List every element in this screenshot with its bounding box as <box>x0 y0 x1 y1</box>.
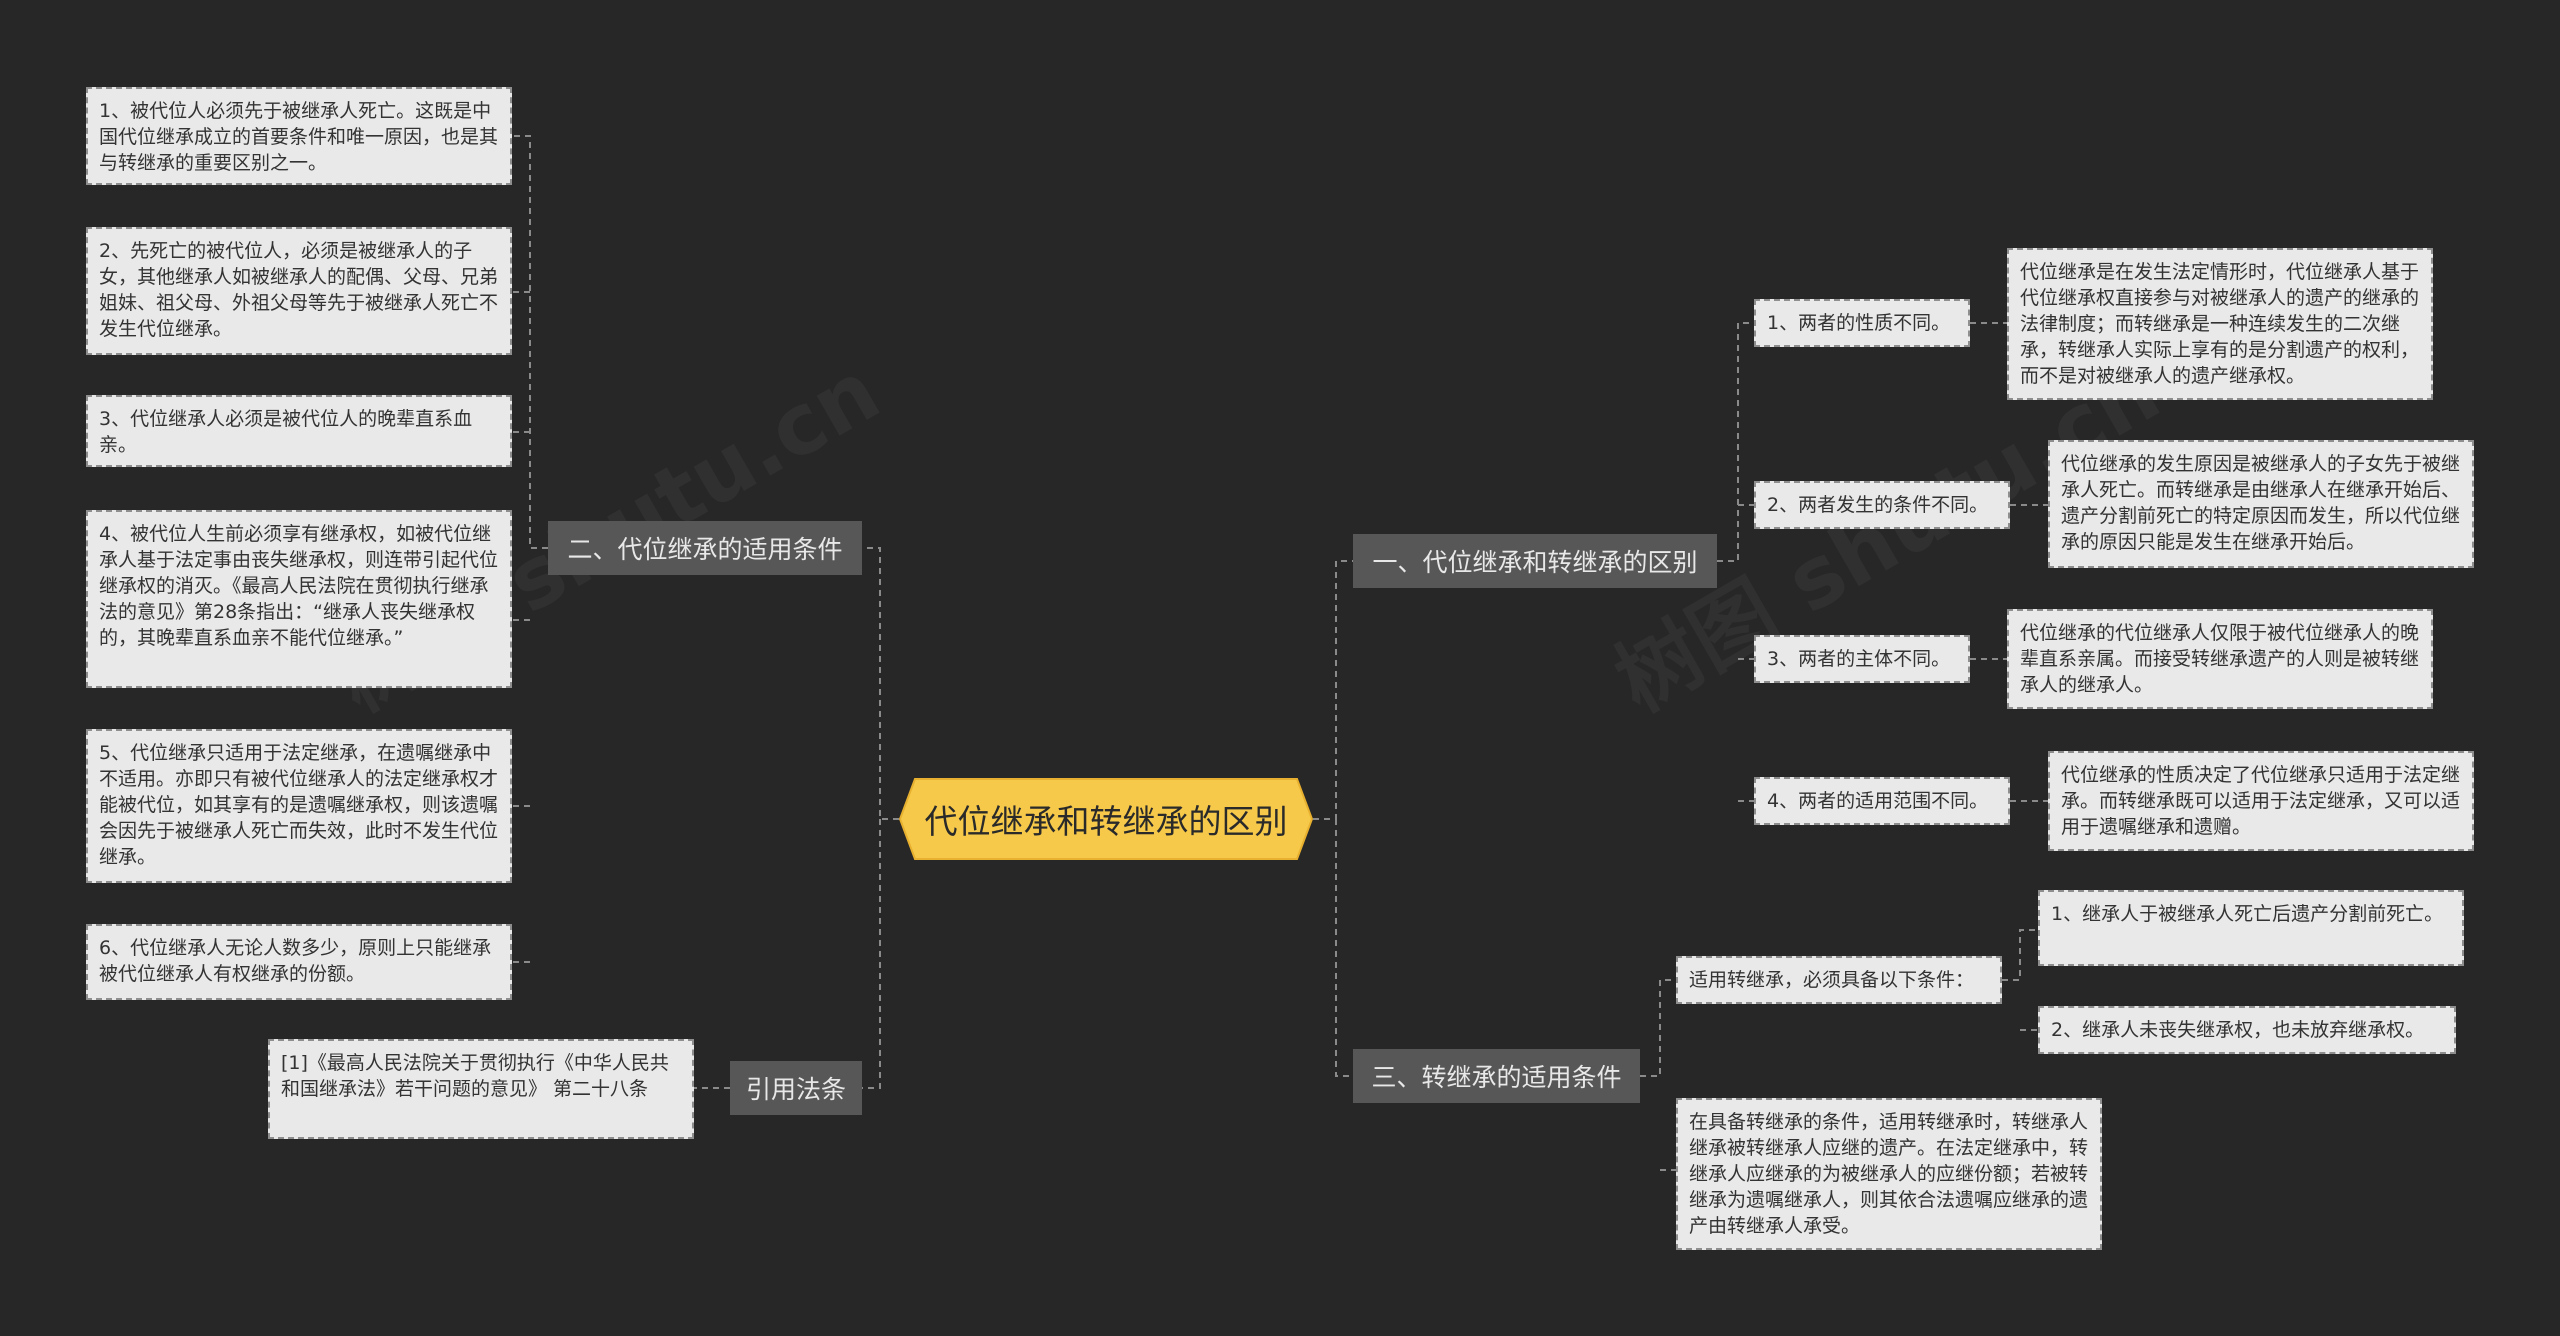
topic-citation[interactable]: 引用法条 <box>730 1061 862 1115</box>
detail-scope[interactable]: 代位继承的性质决定了代位继承只适用于法定继承。而转继承既可以适用于法定继承，又可… <box>2048 751 2474 851</box>
detail-condition[interactable]: 代位继承的发生原因是被继承人的子女先于被继承人死亡。而转继承是由继承人在继承开始… <box>2048 440 2474 568</box>
leaf-condition-6[interactable]: 6、代位继承人无论人数多少，原则上只能继承被代位继承人有权继承的份额。 <box>86 924 512 1000</box>
link-central-difference <box>1313 560 1353 820</box>
link-transfer-children <box>1640 979 1676 1171</box>
central-topic-label: 代位继承和转继承的区别 <box>924 802 1288 841</box>
central-topic-shape <box>899 778 1313 860</box>
leaf-condition-3[interactable]: 3、代位继承人必须是被代位人的晚辈直系血亲。 <box>86 395 512 467</box>
topic-conditions[interactable]: 二、代位继承的适用条件 <box>548 521 862 575</box>
central-topic[interactable]: 代位继承和转继承的区别 <box>899 778 1313 860</box>
point-subject[interactable]: 3、两者的主体不同。 <box>1754 635 1970 683</box>
topic-difference[interactable]: 一、代位继承和转继承的区别 <box>1353 534 1717 588</box>
link-conditions-leaves <box>512 135 548 963</box>
leaf-condition-1[interactable]: 1、被代位人必须先于被继承人死亡。这既是中国代位继承成立的首要条件和唯一原因，也… <box>86 87 512 185</box>
detail-subject[interactable]: 代位继承的代位继承人仅限于被代位继承人的晚辈直系亲属。而接受转继承遗产的人则是被… <box>2007 609 2433 709</box>
point-condition[interactable]: 2、两者发生的条件不同。 <box>1754 481 2010 529</box>
leaf-condition-5[interactable]: 5、代位继承只适用于法定继承，在遗嘱继承中不适用。亦即只有被代位继承人的法定继承… <box>86 729 512 883</box>
link-central-citation <box>862 819 881 1089</box>
leaf-condition-4[interactable]: 4、被代位人生前必须享有继承权，如被代位继承人基于法定事由丧失继承权，则连带引起… <box>86 510 512 688</box>
transfer-condition-item-1[interactable]: 1、继承人于被继承人死亡后遗产分割前死亡。 <box>2038 890 2464 966</box>
detail-nature[interactable]: 代位继承是在发生法定情形时，代位继承人基于代位继承权直接参与对被继承人的遗产的继… <box>2007 248 2433 400</box>
leaf-citation-1[interactable]: [1]《最高人民法院关于贯彻执行《中华人民共和国继承法》若干问题的意见》 第二十… <box>268 1039 694 1139</box>
point-scope[interactable]: 4、两者的适用范围不同。 <box>1754 777 2010 825</box>
link-central-conditions <box>862 547 899 820</box>
leaf-condition-2[interactable]: 2、先死亡的被代位人，必须是被继承人的子女，其他继承人如被继承人的配偶、父母、兄… <box>86 227 512 355</box>
topic-transfer[interactable]: 三、转继承的适用条件 <box>1353 1049 1640 1103</box>
link-difference-points <box>1717 322 1754 802</box>
transfer-condition[interactable]: 适用转继承，必须具备以下条件： <box>1676 956 2002 1004</box>
transfer-note[interactable]: 在具备转继承的条件，适用转继承时，转继承人继承被转继承人应继的遗产。在法定继承中… <box>1676 1098 2102 1250</box>
transfer-condition-item-2[interactable]: 2、继承人未丧失继承权，也未放弃继承权。 <box>2038 1006 2456 1054</box>
link-central-transfer <box>1335 819 1353 1077</box>
point-nature[interactable]: 1、两者的性质不同。 <box>1754 299 1970 347</box>
link-condition-items <box>2002 929 2038 1031</box>
